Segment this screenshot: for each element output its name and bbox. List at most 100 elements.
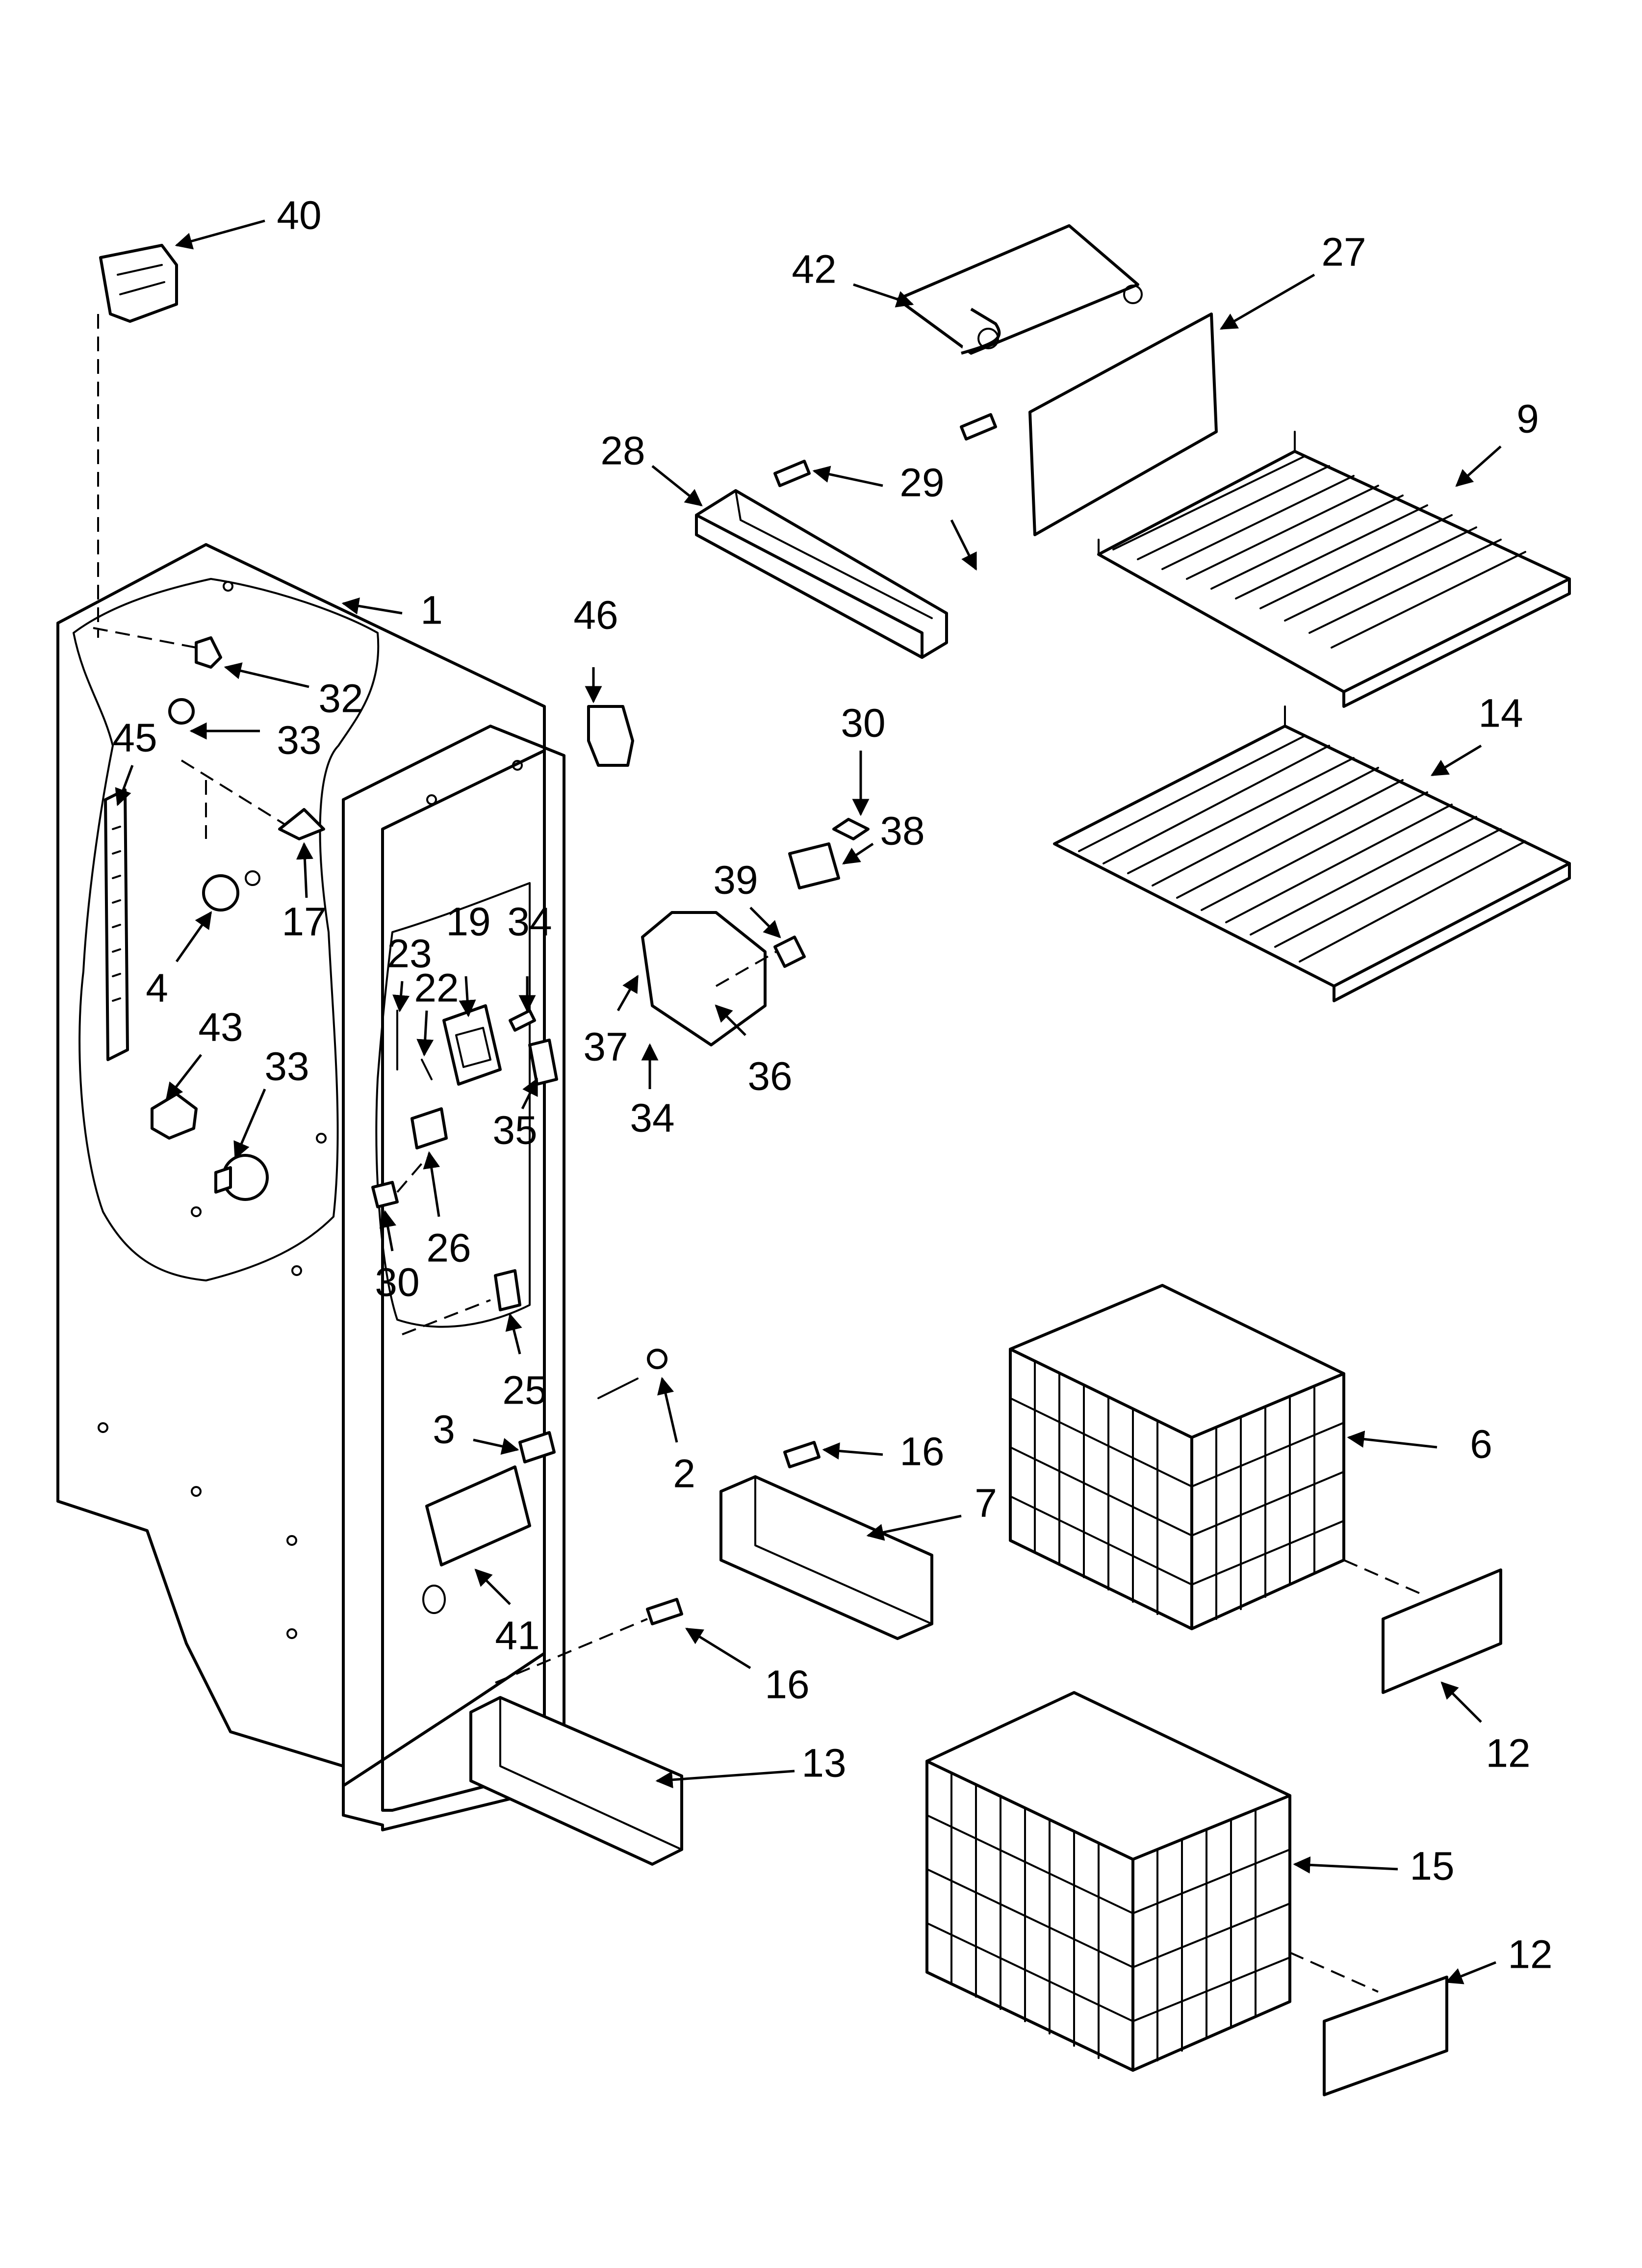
part-14-shelf <box>1053 705 1571 1002</box>
callout-33a: 33 <box>189 718 322 763</box>
part-9-shelf <box>1097 431 1571 708</box>
label-1: 1 <box>420 588 443 633</box>
label-42: 42 <box>792 247 836 292</box>
label-34: 34 <box>507 900 552 944</box>
label-16: 16 <box>899 1430 944 1474</box>
callout-29: 29 <box>812 461 977 571</box>
part-29-screws <box>773 413 997 487</box>
callout-34a: 34 <box>507 900 552 1013</box>
label-25: 25 <box>502 1368 547 1413</box>
callout-23: 23 <box>387 932 432 1013</box>
callout-4: 4 <box>146 911 212 1011</box>
label-15: 15 <box>1410 1844 1454 1889</box>
callout-34b: 34 <box>630 1043 675 1141</box>
callout-1: 1 <box>341 588 443 633</box>
part-42-bracket <box>896 224 1143 355</box>
callout-32: 32 <box>224 662 363 721</box>
label-33-b: 33 <box>264 1044 309 1089</box>
label-14: 14 <box>1478 691 1523 736</box>
label-22: 22 <box>414 966 459 1011</box>
part-15-basket <box>925 1691 1379 2072</box>
callout-27: 27 <box>1219 230 1366 330</box>
label-7: 7 <box>975 1481 997 1526</box>
callout-17: 17 <box>282 842 327 944</box>
callout-35: 35 <box>492 1077 539 1153</box>
label-35: 35 <box>492 1108 537 1153</box>
label-33: 33 <box>277 718 321 763</box>
callout-37: 37 <box>583 974 639 1069</box>
callout-41: 41 <box>474 1568 540 1658</box>
label-30-b: 30 <box>375 1260 419 1305</box>
label-2: 2 <box>673 1452 695 1496</box>
callout-9: 9 <box>1455 397 1539 487</box>
label-12-b: 12 <box>1508 1932 1552 1977</box>
label-27: 27 <box>1321 230 1366 275</box>
label-4: 4 <box>146 966 168 1011</box>
callout-36: 36 <box>715 1004 793 1099</box>
part-46-clip <box>587 705 634 767</box>
callout-28: 28 <box>600 429 703 507</box>
callout-33b: 33 <box>233 1044 309 1160</box>
part-36-plate <box>641 911 806 1046</box>
part-7-trim <box>719 1475 933 1640</box>
label-12: 12 <box>1486 1731 1530 1776</box>
callout-46: 46 <box>573 593 618 704</box>
part-12-fronts <box>1323 1568 1502 2096</box>
label-17: 17 <box>282 900 326 944</box>
callout-25: 25 <box>502 1313 547 1413</box>
freezer-liner <box>56 543 565 1831</box>
label-23: 23 <box>387 932 432 976</box>
part-38-board <box>788 818 870 889</box>
callout-16a: 16 <box>822 1430 945 1474</box>
callout-45: 45 <box>112 716 157 807</box>
label-37: 37 <box>583 1025 628 1069</box>
callout-14: 14 <box>1430 691 1523 777</box>
callout-22: 22 <box>414 966 459 1057</box>
callout-30b: 30 <box>375 1210 420 1305</box>
callout-7: 7 <box>866 1481 997 1541</box>
callout-12b: 12 <box>1445 1932 1553 1984</box>
label-19: 19 <box>446 900 490 944</box>
callout-39: 39 <box>713 858 781 938</box>
part-13-trim <box>469 1696 683 1866</box>
screws <box>495 1349 821 1684</box>
label-29: 29 <box>899 461 944 505</box>
label-9: 9 <box>1516 397 1539 442</box>
label-3: 3 <box>433 1408 455 1452</box>
callout-42: 42 <box>792 247 914 308</box>
label-16-b: 16 <box>765 1663 809 1707</box>
label-6: 6 <box>1470 1422 1492 1467</box>
label-13: 13 <box>801 1741 846 1786</box>
callout-40: 40 <box>175 193 322 250</box>
label-30: 30 <box>841 701 885 746</box>
callout-30a: 30 <box>841 701 886 816</box>
callout-15: 15 <box>1293 1844 1455 1889</box>
part-28-housing <box>695 489 948 659</box>
label-41: 41 <box>495 1614 539 1658</box>
callout-26: 26 <box>423 1151 471 1271</box>
callout-3: 3 <box>433 1408 519 1455</box>
callout-13: 13 <box>655 1741 847 1789</box>
part-27-panel <box>1028 313 1218 536</box>
part-19-switch <box>442 1004 558 1086</box>
label-28: 28 <box>600 429 645 473</box>
callout-16b: 16 <box>685 1627 810 1707</box>
label-43: 43 <box>198 1005 243 1050</box>
label-38: 38 <box>880 809 924 854</box>
label-39: 39 <box>713 858 758 903</box>
part-41-damper <box>422 1431 556 1614</box>
part-40-connector <box>97 244 178 638</box>
label-46: 46 <box>573 593 618 638</box>
callout-6: 6 <box>1347 1422 1492 1467</box>
part-6-basket <box>1009 1284 1423 1630</box>
label-32: 32 <box>318 677 363 721</box>
callout-38: 38 <box>842 809 925 865</box>
callouts: 40 42 27 9 28 29 1 46 14 32 33 45 30 38 … <box>112 193 1553 1984</box>
label-34-b: 34 <box>630 1096 674 1141</box>
callout-2: 2 <box>657 1377 695 1496</box>
label-40: 40 <box>277 193 321 238</box>
callout-12a: 12 <box>1440 1681 1531 1776</box>
label-36: 36 <box>747 1054 792 1099</box>
callout-19: 19 <box>446 900 491 1017</box>
